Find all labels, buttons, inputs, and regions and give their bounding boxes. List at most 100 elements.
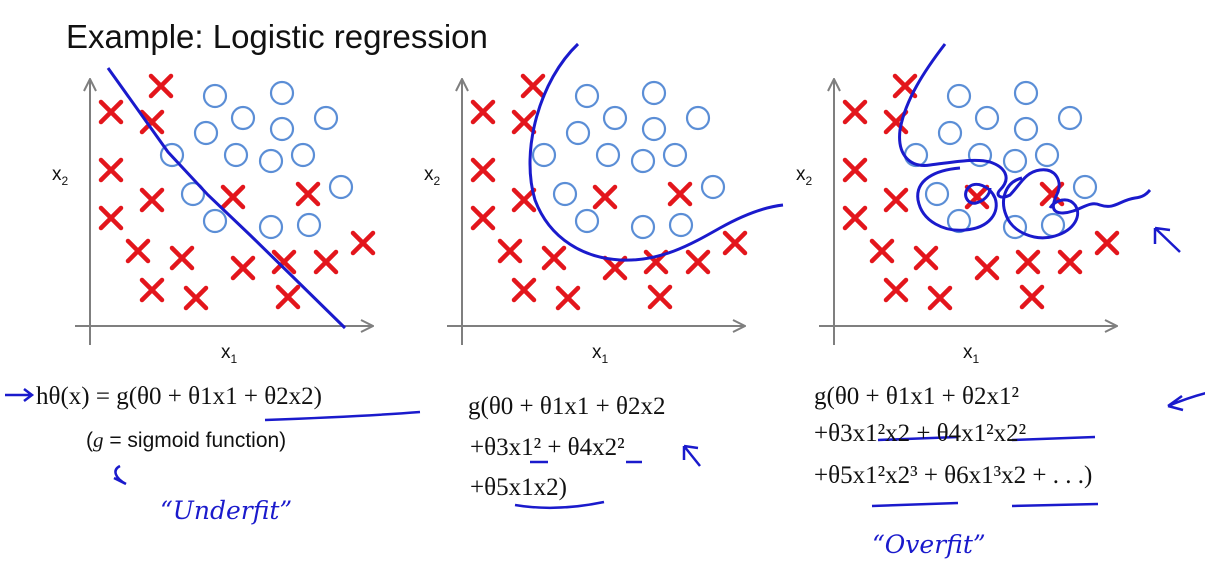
formula-mid-line3: +θ5x1x2) bbox=[470, 474, 567, 501]
plot-2-cross-point bbox=[511, 187, 537, 213]
plot-2-circle-point bbox=[668, 212, 694, 238]
plot-1-cross-point bbox=[98, 99, 124, 125]
plot-2-circle-point bbox=[641, 80, 667, 106]
plot-3-circle-point bbox=[1013, 116, 1039, 142]
plot-2-cross-point bbox=[470, 157, 496, 183]
plot-3-decision-boundary bbox=[898, 43, 1152, 215]
plot-3-circle-point bbox=[924, 181, 950, 207]
plot-2-circle-point bbox=[641, 116, 667, 142]
plot-3-cross-point bbox=[842, 99, 868, 125]
arrow-right-formula-icon bbox=[1167, 392, 1205, 412]
plot-3-circle-point bbox=[1057, 105, 1083, 131]
plot-1-cross-point bbox=[125, 238, 151, 264]
plot-3-cross-point bbox=[869, 238, 895, 264]
plot-1-cross-point bbox=[139, 109, 165, 135]
plot-3-cross-point bbox=[974, 255, 1000, 281]
plot-1-decision-boundary bbox=[106, 67, 347, 330]
plot-2-circle-point bbox=[630, 214, 656, 240]
plot-1-cross-point bbox=[139, 187, 165, 213]
plot-1-cross-point bbox=[275, 284, 301, 310]
annotations bbox=[5, 226, 1205, 510]
plot-2-cross-point bbox=[511, 277, 537, 303]
formula-mid-line1: g(θ0 + θ1x1 + θ2x2 bbox=[468, 393, 666, 420]
plot-2-cross-point bbox=[647, 284, 673, 310]
plot-1-circle-point bbox=[159, 142, 185, 168]
plot-1-cross-point bbox=[220, 184, 246, 210]
plot-2-decision-boundary bbox=[528, 42, 784, 262]
underline-right-x1cux2 bbox=[1011, 502, 1099, 508]
plot-2-cross-point bbox=[511, 109, 537, 135]
underline-right-x1sqx2cu bbox=[871, 501, 959, 508]
plot-2-cross-point bbox=[685, 249, 711, 275]
plot-1-cross-point bbox=[98, 205, 124, 231]
plot-2-cross-point bbox=[541, 245, 567, 271]
plot-2-cross-point bbox=[470, 99, 496, 125]
plot-1-xlabel: x1 bbox=[221, 342, 238, 366]
formula-right-line2: +θ3x1²x2 + θ4x1²x2² bbox=[814, 420, 1027, 447]
underline-mid-x1x2 bbox=[514, 500, 605, 510]
plot-1-cross-point bbox=[169, 245, 195, 271]
plot-2-cross-point bbox=[470, 205, 496, 231]
underline-right-x1sqx2sq bbox=[1011, 435, 1096, 442]
plot-2-circle-point bbox=[565, 120, 591, 146]
plot-2-cross-point bbox=[592, 184, 618, 210]
arrow-mid-formula-icon bbox=[682, 444, 701, 467]
plot-3-circle-point bbox=[1072, 174, 1098, 200]
plot-1-circle-point bbox=[290, 142, 316, 168]
slide-title: Example: Logistic regression bbox=[66, 18, 488, 55]
plot-3-circle-point bbox=[1013, 80, 1039, 106]
plot-3-ylabel: x2 bbox=[796, 164, 813, 188]
plot-2-cross-point bbox=[555, 285, 581, 311]
plot-1-circle-point bbox=[193, 120, 219, 146]
plot-2-circle-point bbox=[662, 142, 688, 168]
plot-2 bbox=[447, 42, 784, 345]
plot-2-circle-point bbox=[574, 83, 600, 109]
plot-3-cross-point bbox=[913, 245, 939, 271]
plot-3-cross-point bbox=[1057, 249, 1083, 275]
plot-1-cross-point bbox=[350, 230, 376, 256]
plot-2-circle-point bbox=[630, 148, 656, 174]
formula-mid-line2: +θ3x1² + θ4x2² bbox=[470, 434, 625, 461]
plot-1-circle-point bbox=[230, 105, 256, 131]
underfit-label: “Underfit” bbox=[160, 496, 293, 525]
plot-2-circle-point bbox=[685, 105, 711, 131]
plot-1-cross-point bbox=[313, 249, 339, 275]
plot-2-circle-point bbox=[531, 142, 557, 168]
plot-1-cross-point bbox=[295, 181, 321, 207]
plot-1-cross-point bbox=[271, 249, 297, 275]
plot-1-circle-point bbox=[202, 208, 228, 234]
plot-3-circle-point bbox=[967, 142, 993, 168]
formula-right-line3: +θ5x1²x2³ + θ6x1³x2 + . . .) bbox=[814, 462, 1093, 489]
underline-left-formula bbox=[264, 410, 421, 422]
formula-left-line1: hθ(x) = g(θ0 + θ1x1 + θ2x2) bbox=[36, 383, 322, 410]
plot-3-circle-point bbox=[946, 208, 972, 234]
plot-3-boundary-loop bbox=[916, 166, 998, 232]
plot-1-circle-point bbox=[313, 105, 339, 131]
plot-1-circle-point bbox=[223, 142, 249, 168]
plot-2-circle-point bbox=[595, 142, 621, 168]
plot-3-xlabel: x1 bbox=[963, 342, 980, 366]
plot-2-circle-point bbox=[602, 105, 628, 131]
plot-3-cross-point bbox=[1019, 284, 1045, 310]
arrow-plot3-icon bbox=[1153, 226, 1181, 253]
plot-1-circle-point bbox=[296, 212, 322, 238]
underline-right-x1sqx2 bbox=[877, 435, 959, 442]
plot-1-cross-point bbox=[98, 157, 124, 183]
plot-2-ylabel: x2 bbox=[424, 164, 441, 188]
plot-2-cross-point bbox=[722, 230, 748, 256]
plot-2-circle-point bbox=[552, 181, 578, 207]
plot-2-cross-point bbox=[520, 73, 546, 99]
plot-2-xlabel: x1 bbox=[592, 342, 609, 366]
plot-3-cross-point bbox=[1015, 249, 1041, 275]
plot-1-circle-point bbox=[258, 214, 284, 240]
plot-1-circle-point bbox=[258, 148, 284, 174]
plot-3-boundary-loop-2 bbox=[1002, 176, 1080, 240]
plot-1-cross-point bbox=[148, 73, 174, 99]
arrow-left-formula-icon bbox=[5, 388, 35, 402]
plot-1-cross-point bbox=[230, 255, 256, 281]
plot-3-circle-point bbox=[937, 120, 963, 146]
plot-3-circle-point bbox=[1002, 148, 1028, 174]
plot-3-circle-point bbox=[946, 83, 972, 109]
plot-3-circle-point bbox=[1034, 142, 1060, 168]
